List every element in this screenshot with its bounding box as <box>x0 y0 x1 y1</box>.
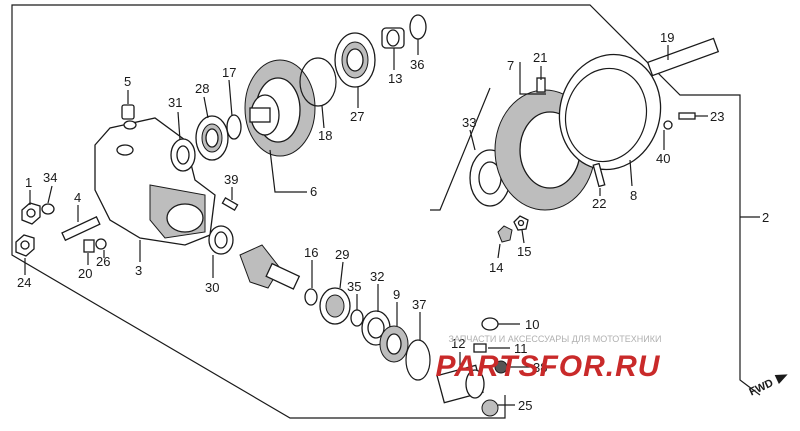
callout-27: 27 <box>350 109 364 124</box>
leader-lines <box>24 39 708 406</box>
callout-34: 34 <box>43 170 57 185</box>
watermark-brand: PARTSFOR.RU <box>436 350 661 383</box>
spline-nut-9 <box>379 325 409 363</box>
shaft-19 <box>646 37 720 77</box>
callout-25: 25 <box>518 398 532 413</box>
nut-14 <box>497 225 513 243</box>
assembly-outline-lower <box>11 90 506 419</box>
washer-40 <box>663 120 673 130</box>
bolt-22 <box>592 162 606 188</box>
callout-29: 29 <box>335 247 349 262</box>
callout-22: 22 <box>592 196 606 211</box>
callout-1: 1 <box>25 175 32 190</box>
callout-16: 16 <box>304 245 318 260</box>
callout-11: 11 <box>514 341 528 356</box>
bolt-21 <box>536 77 546 93</box>
callout-10: 10 <box>525 317 539 332</box>
bolt-5 <box>121 104 135 120</box>
bolt-20 <box>83 239 95 253</box>
callout-26: 26 <box>96 254 110 269</box>
nut-15 <box>513 215 529 231</box>
callout-7: 7 <box>507 58 514 73</box>
callout-13: 13 <box>388 71 402 86</box>
callout-36: 36 <box>410 57 424 72</box>
callout-33: 33 <box>462 115 476 130</box>
callout-23: 23 <box>710 109 724 124</box>
cap-10 <box>481 317 499 331</box>
callout-4: 4 <box>74 190 81 205</box>
callout-24: 24 <box>17 275 31 290</box>
bolt-11 <box>473 343 487 353</box>
o-ring-37 <box>405 339 431 381</box>
watermark-subtitle: ЗАПЧАСТИ И АКСЕССУАРЫ ДЛЯ МОТОТЕХНИКИ <box>449 334 662 344</box>
callout-38: 38 <box>533 360 547 375</box>
screw-23 <box>678 112 696 120</box>
callout-28: 28 <box>195 81 209 96</box>
nut-1 <box>21 202 41 225</box>
callout-19: 19 <box>660 30 674 45</box>
fwd-label: FWD <box>747 377 775 398</box>
callout-30: 30 <box>205 280 219 295</box>
oil-seal-31 <box>170 138 196 172</box>
callout-14: 14 <box>489 260 503 275</box>
assembly-outline <box>11 4 761 396</box>
bearing-27 <box>334 32 376 88</box>
callout-15: 15 <box>517 244 531 259</box>
washer-34 <box>41 203 55 215</box>
ring-gear-6 <box>244 59 316 157</box>
callout-31: 31 <box>168 95 182 110</box>
callout-6: 6 <box>310 184 317 199</box>
callout-8: 8 <box>630 188 637 203</box>
o-ring-18 <box>299 57 337 107</box>
nut-24 <box>15 234 35 257</box>
shim-17 <box>226 114 242 140</box>
callout-5: 5 <box>124 74 131 89</box>
collar-13 <box>381 27 405 49</box>
collar-12 <box>436 364 485 404</box>
callout-9: 9 <box>393 287 400 302</box>
shim-16 <box>304 288 318 306</box>
stud-4 <box>61 216 101 242</box>
ring-35 <box>350 309 364 327</box>
callout-20: 20 <box>78 266 92 281</box>
fwd-arrow: FWD <box>747 374 788 399</box>
cap-25 <box>481 399 499 417</box>
callout-32: 32 <box>370 269 384 284</box>
seal-36 <box>409 14 427 40</box>
pinion-gear <box>239 244 301 290</box>
fwd-arrow-icon <box>774 374 788 385</box>
callout-21: 21 <box>533 50 547 65</box>
callout-12: 12 <box>451 336 465 351</box>
callout-37: 37 <box>412 297 426 312</box>
bearing-30 <box>208 225 234 255</box>
callout-40: 40 <box>656 151 670 166</box>
callout-35: 35 <box>347 279 361 294</box>
callout-2: 2 <box>762 210 769 225</box>
callout-17: 17 <box>222 65 236 80</box>
callout-39: 39 <box>224 172 238 187</box>
pin-39 <box>221 197 239 211</box>
callout-18: 18 <box>318 128 332 143</box>
bearing-28 <box>195 115 229 161</box>
washer-26 <box>95 238 107 250</box>
callout-3: 3 <box>135 263 142 278</box>
bearing-29 <box>319 287 351 325</box>
